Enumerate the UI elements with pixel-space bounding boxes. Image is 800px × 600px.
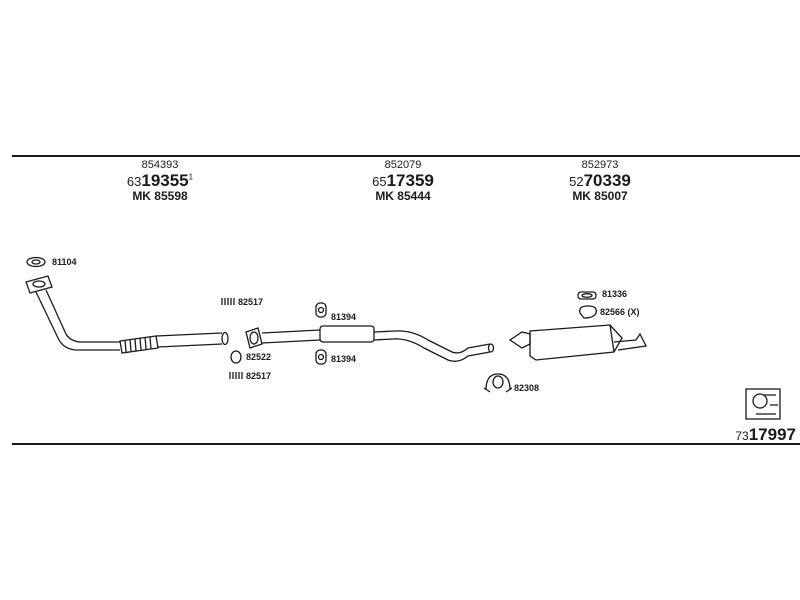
- flex-section-icon: [119, 335, 159, 354]
- clamp-top-icon: [221, 298, 235, 305]
- rear-silencer-ref: 852973: [581, 159, 619, 171]
- front-pipe-ref: 854393: [141, 159, 179, 171]
- rear-silencer-icon: [508, 324, 647, 361]
- clamp-bottom-label: 82517: [246, 371, 272, 381]
- middle-silencer-icon: [319, 325, 375, 343]
- front-tailpipe-icon: [155, 332, 223, 348]
- clamp-bottom-icon: [229, 372, 243, 379]
- ring-icon: [230, 350, 242, 364]
- catalog-logo-icon: [745, 388, 781, 420]
- top-divider: [12, 155, 800, 157]
- bottom-divider: [12, 443, 800, 445]
- front-pipe-flange-icon: [25, 275, 53, 294]
- u-clamp-icon: [483, 373, 513, 393]
- front-pipe-icon: [35, 289, 120, 351]
- hanger-top-icon: [315, 302, 327, 318]
- hanger-top-label: 81394: [331, 312, 357, 322]
- middle-silencer-ref: 852079: [384, 159, 422, 171]
- front-pipe-header: 854393 63193551 MK 85598: [80, 159, 240, 204]
- clamp-top-label: 82517: [238, 297, 264, 307]
- front-pipe-code: 63193551: [126, 170, 194, 190]
- front-pipe-mk: MK 85598: [132, 189, 188, 204]
- rear-silencer-header: 852973 5270339 MK 85007: [520, 159, 680, 204]
- rear-clamp-icon: [579, 305, 597, 319]
- middle-outlet-pipe-icon: [373, 330, 491, 362]
- gasket-icon: [26, 256, 46, 268]
- hanger-bottom-label: 81394: [331, 354, 357, 364]
- rear-silencer-mk: MK 85007: [572, 189, 628, 204]
- middle-silencer-header: 852079 6517359 MK 85444: [323, 159, 483, 204]
- rear-silencer-code: 5270339: [569, 170, 631, 190]
- rubber-mount-icon: [577, 291, 597, 300]
- rear-clamp-label: 82566 (X): [600, 307, 640, 317]
- rubber-mount-label: 81336: [602, 289, 628, 299]
- middle-inlet-icon: [245, 327, 263, 349]
- middle-silencer-mk: MK 85444: [375, 189, 431, 204]
- catalog-number: 7317997: [735, 425, 796, 444]
- ring-label: 82522: [246, 352, 272, 362]
- middle-silencer-code: 6517359: [372, 170, 434, 190]
- middle-pipe-icon: [261, 329, 321, 344]
- gasket-label: 81104: [52, 257, 77, 267]
- hanger-bottom-icon: [315, 349, 327, 365]
- u-clamp-label: 82308: [514, 383, 540, 393]
